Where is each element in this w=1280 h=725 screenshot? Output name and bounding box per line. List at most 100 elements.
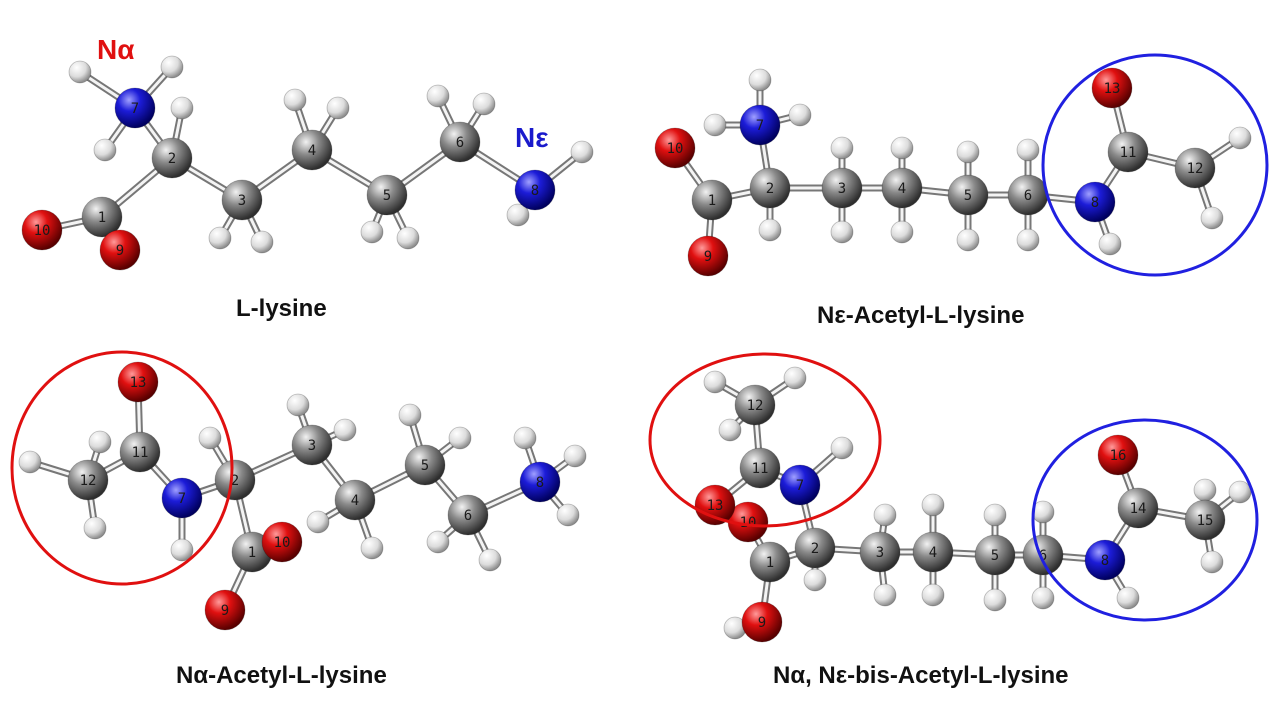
bis_acetyl-hydrogen-atom xyxy=(1031,586,1055,610)
svg-text:14: 14 xyxy=(1130,501,1147,517)
svg-text:8: 8 xyxy=(1101,553,1109,569)
ne_acetyl-hydrogen-atom xyxy=(1098,232,1122,256)
lysine-hydrogen-atom xyxy=(170,96,194,120)
ne_acetyl-hydrogen-atom xyxy=(703,113,727,137)
ne_acetyl-carbon-atom-4: 4 xyxy=(881,167,923,209)
svg-text:5: 5 xyxy=(991,548,999,564)
na_acetyl-oxygen-atom-10: 10 xyxy=(261,521,303,563)
na_acetyl-hydrogen-atom xyxy=(170,538,194,562)
na_acetyl-hydrogen-atom xyxy=(556,503,580,527)
svg-text:9: 9 xyxy=(116,243,124,259)
na_acetyl-carbon-atom-6: 6 xyxy=(447,494,489,536)
ne_acetyl-hydrogen-atom xyxy=(748,68,772,92)
svg-text:7: 7 xyxy=(756,118,764,134)
ne_acetyl-carbon-atom-11: 11 xyxy=(1107,131,1149,173)
svg-text:11: 11 xyxy=(752,461,769,477)
bis_acetyl-carbon-atom-2: 2 xyxy=(794,527,836,569)
bis_acetyl-carbon-atom-5: 5 xyxy=(974,534,1016,576)
bis_acetyl-carbon-atom-12: 12 xyxy=(734,384,776,426)
na_acetyl-hydrogen-atom xyxy=(448,426,472,450)
acetyl-group-highlight-alpha xyxy=(10,350,234,586)
lysine-nitrogen-atom-7: 7 xyxy=(114,87,156,129)
na_acetyl-oxygen-atom-13: 13 xyxy=(117,361,159,403)
svg-text:16: 16 xyxy=(1110,448,1127,464)
ne_acetyl-carbon-atom-12: 12 xyxy=(1174,147,1216,189)
ne_acetyl-hydrogen-atom xyxy=(830,136,854,160)
ne_acetyl-hydrogen-atom xyxy=(956,140,980,164)
lysine-hydrogen-atom xyxy=(472,92,496,116)
na_acetyl-hydrogen-atom xyxy=(478,548,502,572)
acetyl-group-highlight-epsilon xyxy=(1041,53,1269,277)
bis_acetyl-hydrogen-atom xyxy=(921,583,945,607)
na_acetyl-hydrogen-atom xyxy=(83,516,107,540)
svg-text:4: 4 xyxy=(308,143,316,159)
n-alpha-label: Nα xyxy=(97,34,135,65)
lysine-hydrogen-atom xyxy=(570,140,594,164)
svg-text:5: 5 xyxy=(964,188,972,204)
bis_acetyl-hydrogen-atom xyxy=(783,366,807,390)
bis_acetyl-oxygen-atom-9: 9 xyxy=(741,601,783,643)
svg-text:8: 8 xyxy=(536,475,544,491)
ne_acetyl-hydrogen-atom xyxy=(956,228,980,252)
lysine-carbon-atom-5: 5 xyxy=(366,174,408,216)
ne_acetyl-carbon-atom-5: 5 xyxy=(947,174,989,216)
na_acetyl-carbon-atom-11: 11 xyxy=(119,431,161,473)
bis_acetyl-hydrogen-atom xyxy=(718,418,742,442)
lysine-carbon-atom-3: 3 xyxy=(221,179,263,221)
caption-ne-acetyl-lysine: Nε-Acetyl-L-lysine xyxy=(817,302,1025,329)
ne_acetyl-oxygen-atom-10: 10 xyxy=(654,127,696,169)
na_acetyl-hydrogen-atom xyxy=(198,426,222,450)
bis_acetyl-hydrogen-atom xyxy=(703,370,727,394)
svg-text:10: 10 xyxy=(34,223,51,239)
bis_acetyl-hydrogen-atom xyxy=(873,583,897,607)
svg-text:5: 5 xyxy=(383,188,391,204)
svg-text:2: 2 xyxy=(231,473,239,489)
svg-text:9: 9 xyxy=(704,249,712,265)
svg-text:15: 15 xyxy=(1197,513,1214,529)
svg-text:7: 7 xyxy=(131,101,139,117)
ne_acetyl-hydrogen-atom xyxy=(1016,138,1040,162)
bis_acetyl-hydrogen-atom xyxy=(983,503,1007,527)
lysine-hydrogen-atom xyxy=(426,84,450,108)
n-epsilon-label: Nε xyxy=(515,122,549,153)
bis_acetyl-oxygen-atom-16: 16 xyxy=(1097,434,1139,476)
bis_acetyl-oxygen-atom-10: 10 xyxy=(727,501,769,543)
ne_acetyl-oxygen-atom-13: 13 xyxy=(1091,67,1133,109)
caption-na-acetyl-lysine: Nα-Acetyl-L-lysine xyxy=(176,662,387,689)
highlights-layer xyxy=(10,53,1269,622)
bis_acetyl-carbon-atom-15: 15 xyxy=(1184,499,1226,541)
svg-text:4: 4 xyxy=(929,545,937,561)
caption-l-lysine: L-lysine xyxy=(236,295,327,322)
ne_acetyl-nitrogen-atom-7: 7 xyxy=(739,104,781,146)
bis_acetyl-hydrogen-atom xyxy=(1193,478,1217,502)
lysine-carbon-atom-4: 4 xyxy=(291,129,333,171)
svg-text:3: 3 xyxy=(238,193,246,209)
svg-text:9: 9 xyxy=(758,615,766,631)
svg-text:12: 12 xyxy=(80,473,97,489)
svg-text:12: 12 xyxy=(1187,161,1204,177)
svg-text:4: 4 xyxy=(351,493,359,509)
bis_acetyl-carbon-atom-6: 6 xyxy=(1022,534,1064,576)
ne_acetyl-hydrogen-atom xyxy=(830,220,854,244)
na_acetyl-hydrogen-atom xyxy=(333,418,357,442)
svg-text:1: 1 xyxy=(98,210,106,226)
lysine-carbon-atom-2: 2 xyxy=(151,137,193,179)
na_acetyl-hydrogen-atom xyxy=(426,530,450,554)
bis_acetyl-carbon-atom-4: 4 xyxy=(912,531,954,573)
na_acetyl-hydrogen-atom xyxy=(398,403,422,427)
na_acetyl-carbon-atom-4: 4 xyxy=(334,479,376,521)
bis_acetyl-hydrogen-atom xyxy=(803,568,827,592)
na_acetyl-carbon-atom-2: 2 xyxy=(214,459,256,501)
svg-text:10: 10 xyxy=(274,535,291,551)
ne_acetyl-carbon-atom-3: 3 xyxy=(821,167,863,209)
svg-text:6: 6 xyxy=(1024,188,1032,204)
lysine-oxygen-atom-9: 9 xyxy=(99,229,141,271)
lysine-nitrogen-atom-8: 8 xyxy=(514,169,556,211)
bis_acetyl-hydrogen-atom xyxy=(873,503,897,527)
svg-text:11: 11 xyxy=(1120,145,1137,161)
ne_acetyl-hydrogen-atom xyxy=(890,136,914,160)
lysine-hydrogen-atom xyxy=(360,220,384,244)
svg-text:2: 2 xyxy=(168,151,176,167)
svg-text:6: 6 xyxy=(1039,548,1047,564)
